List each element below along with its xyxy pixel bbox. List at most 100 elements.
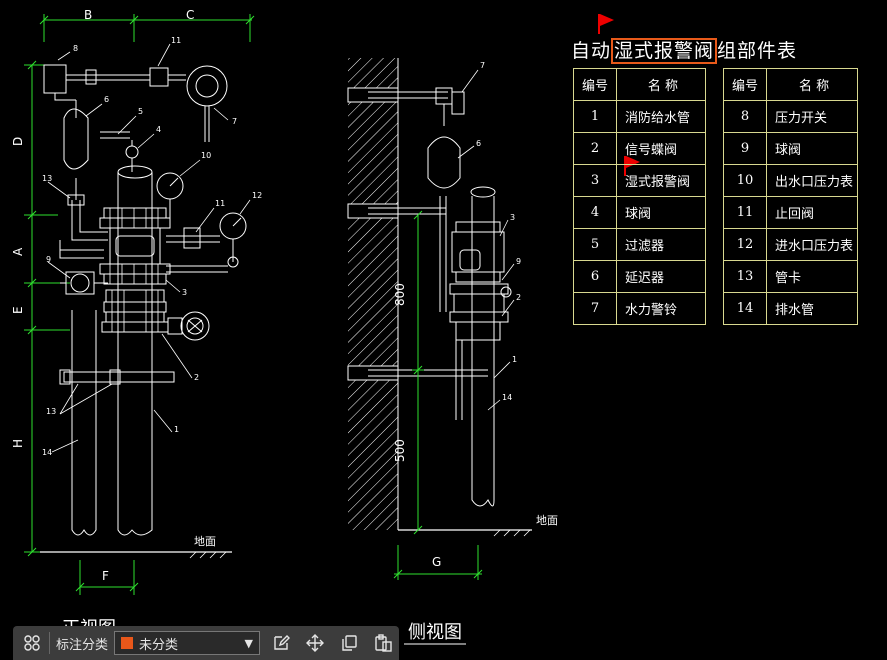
front-ground-label: 地面 bbox=[194, 535, 216, 548]
side-view bbox=[347, 58, 532, 580]
front-label-12: 12 bbox=[252, 191, 262, 200]
category-select[interactable]: 未分类 ▼ bbox=[114, 631, 261, 655]
dim-label-a: A bbox=[11, 247, 25, 256]
side-label-7: 7 bbox=[480, 61, 485, 70]
part-no: 14 bbox=[723, 292, 767, 325]
side-label-6: 6 bbox=[476, 139, 481, 148]
part-no: 11 bbox=[723, 196, 767, 229]
front-label-14: 14 bbox=[42, 448, 52, 457]
front-label-8: 8 bbox=[73, 44, 78, 53]
dim-label-b: B bbox=[84, 8, 92, 22]
part-name: 进水口压力表 bbox=[765, 228, 859, 261]
front-part-labels: 8 11 6 5 4 7 10 13 11 12 9 3 1 2 13 14 bbox=[42, 36, 262, 457]
part-name: 延迟器 bbox=[616, 260, 706, 293]
dim-label-c: C bbox=[186, 8, 194, 22]
dim-label-f: F bbox=[102, 569, 109, 583]
side-label-2: 2 bbox=[516, 293, 521, 302]
side-label-3: 3 bbox=[510, 213, 515, 222]
part-name: 球阀 bbox=[616, 196, 706, 229]
dim-label-h: H bbox=[11, 439, 25, 448]
front-label-13b: 13 bbox=[46, 407, 56, 416]
table-header-row: 编号 名 称 bbox=[723, 68, 859, 101]
part-no: 2 bbox=[573, 132, 617, 165]
grid-icon[interactable] bbox=[19, 630, 45, 656]
category-value: 未分类 bbox=[139, 637, 179, 653]
title-prefix: 自动 bbox=[571, 40, 612, 62]
front-label-11a: 11 bbox=[171, 36, 181, 45]
part-name: 信号蝶阀 bbox=[616, 132, 706, 165]
part-name: 管卡 bbox=[765, 260, 859, 293]
front-label-9: 9 bbox=[46, 255, 51, 264]
part-name: 消防给水管 bbox=[616, 100, 706, 133]
front-view bbox=[24, 14, 255, 595]
parts-table-title: 自动湿式报警阀组部件表 bbox=[571, 36, 798, 64]
part-name: 排水管 bbox=[765, 292, 859, 325]
part-name: 压力开关 bbox=[765, 100, 859, 133]
side-ground-label: 地面 bbox=[536, 514, 558, 527]
front-label-5: 5 bbox=[138, 107, 143, 116]
front-label-13a: 13 bbox=[42, 174, 52, 183]
part-no: 9 bbox=[723, 132, 767, 165]
side-dim-g: G bbox=[432, 555, 441, 569]
part-no: 3 bbox=[573, 164, 617, 197]
flag-pole bbox=[598, 14, 600, 34]
side-label-1: 1 bbox=[512, 355, 517, 364]
table-header-row: 编号 名 称 bbox=[573, 68, 706, 101]
part-no: 6 bbox=[573, 260, 617, 293]
part-name: 过滤器 bbox=[616, 228, 706, 261]
copy-icon[interactable] bbox=[336, 630, 362, 656]
part-no: 13 bbox=[723, 260, 767, 293]
side-part-labels: 7 6 3 9 2 1 14 bbox=[476, 61, 521, 402]
part-no: 10 bbox=[723, 164, 767, 197]
front-label-2: 2 bbox=[194, 373, 199, 382]
side-dim-500: 500 bbox=[393, 439, 407, 462]
chevron-down-icon: ▼ bbox=[244, 636, 254, 650]
side-dim-800: 800 bbox=[393, 283, 407, 306]
front-label-10: 10 bbox=[201, 151, 211, 160]
move-icon[interactable] bbox=[302, 630, 328, 656]
side-label-9: 9 bbox=[516, 257, 521, 266]
dim-label-e: E bbox=[11, 306, 25, 314]
edit-icon[interactable] bbox=[268, 630, 294, 656]
side-view-title: 侧视图 bbox=[408, 622, 462, 643]
front-label-7: 7 bbox=[232, 117, 237, 126]
side-label-14: 14 bbox=[502, 393, 512, 402]
part-no: 4 bbox=[573, 196, 617, 229]
header-name: 名 称 bbox=[765, 68, 859, 101]
category-label: 标注分类 bbox=[56, 637, 109, 653]
category-color-swatch bbox=[121, 637, 134, 649]
part-no: 7 bbox=[573, 292, 617, 325]
toolbar-divider bbox=[49, 632, 50, 654]
paste-icon[interactable] bbox=[370, 630, 396, 656]
front-dimensions bbox=[24, 14, 255, 595]
part-name: 止回阀 bbox=[765, 196, 859, 229]
front-label-6: 6 bbox=[104, 95, 109, 104]
part-no: 12 bbox=[723, 228, 767, 261]
part-no: 5 bbox=[573, 228, 617, 261]
title-suffix: 组部件表 bbox=[717, 40, 798, 62]
flag-icon bbox=[600, 14, 614, 26]
part-name: 水力警铃 bbox=[616, 292, 706, 325]
annotation-toolbar: 标注分类 未分类 ▼ bbox=[13, 626, 399, 660]
part-name: 球阀 bbox=[765, 132, 859, 165]
header-name: 名 称 bbox=[616, 68, 706, 101]
front-label-4: 4 bbox=[156, 125, 161, 134]
title-highlight[interactable]: 湿式报警阀 bbox=[611, 38, 718, 64]
